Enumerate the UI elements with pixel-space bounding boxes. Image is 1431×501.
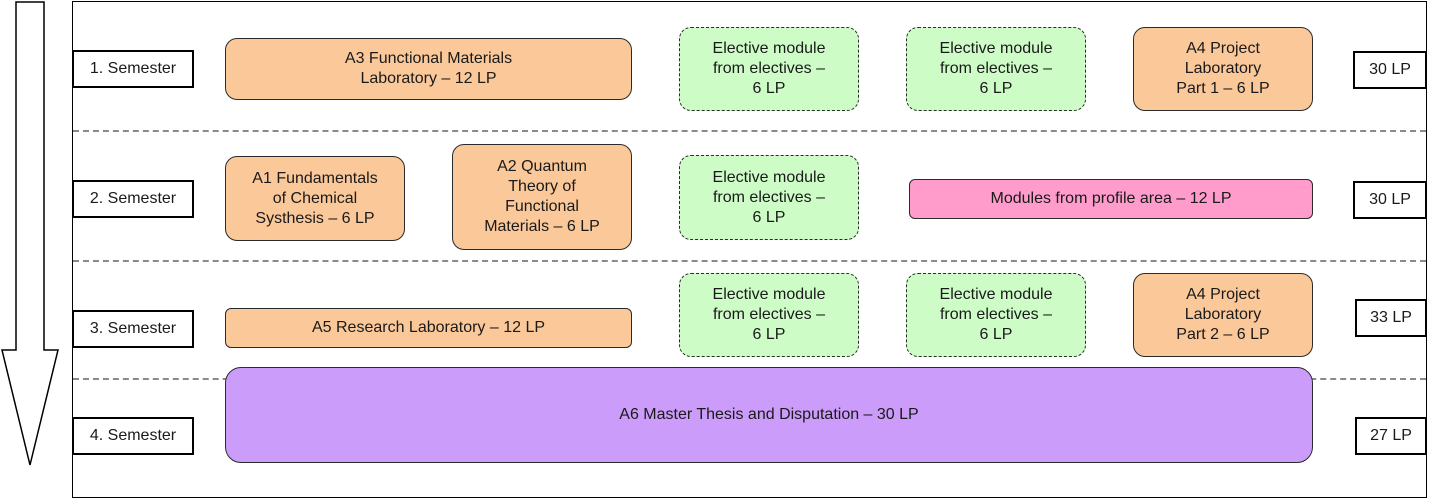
semester-credits-4: 27 LP	[1355, 417, 1427, 455]
module-a3: A3 Functional Materials Laboratory – 12 …	[225, 38, 632, 100]
semester-divider	[73, 260, 1426, 262]
module-elective: Elective module from electives – 6 LP	[679, 155, 859, 240]
module-a4-part1: A4 Project Laboratory Part 1 – 6 LP	[1133, 27, 1313, 111]
module-elective: Elective module from electives – 6 LP	[906, 27, 1086, 111]
module-elective: Elective module from electives – 6 LP	[679, 27, 859, 111]
module-elective: Elective module from electives – 6 LP	[679, 273, 859, 357]
semester-credits-2: 30 LP	[1353, 181, 1427, 219]
module-elective: Elective module from electives – 6 LP	[906, 273, 1086, 357]
semester-divider	[73, 130, 1426, 132]
module-a2: A2 Quantum Theory of Functional Material…	[452, 144, 632, 250]
semester-credits-3: 33 LP	[1355, 299, 1427, 337]
module-a4-part2: A4 Project Laboratory Part 2 – 6 LP	[1133, 273, 1313, 357]
semester-label-3: 3. Semester	[72, 310, 194, 348]
module-a1: A1 Fundamentals of Chemical Systhesis – …	[225, 156, 405, 241]
semester-credits-1: 30 LP	[1353, 51, 1427, 89]
semester-label-4: 4. Semester	[72, 417, 194, 455]
module-a5: A5 Research Laboratory – 12 LP	[225, 308, 632, 348]
semester-label-1: 1. Semester	[72, 50, 194, 88]
time-arrow-icon	[1, 1, 59, 466]
module-a6-thesis: A6 Master Thesis and Disputation – 30 LP	[225, 367, 1313, 463]
module-profile-area: Modules from profile area – 12 LP	[909, 179, 1313, 219]
semester-label-2: 2. Semester	[72, 180, 194, 218]
